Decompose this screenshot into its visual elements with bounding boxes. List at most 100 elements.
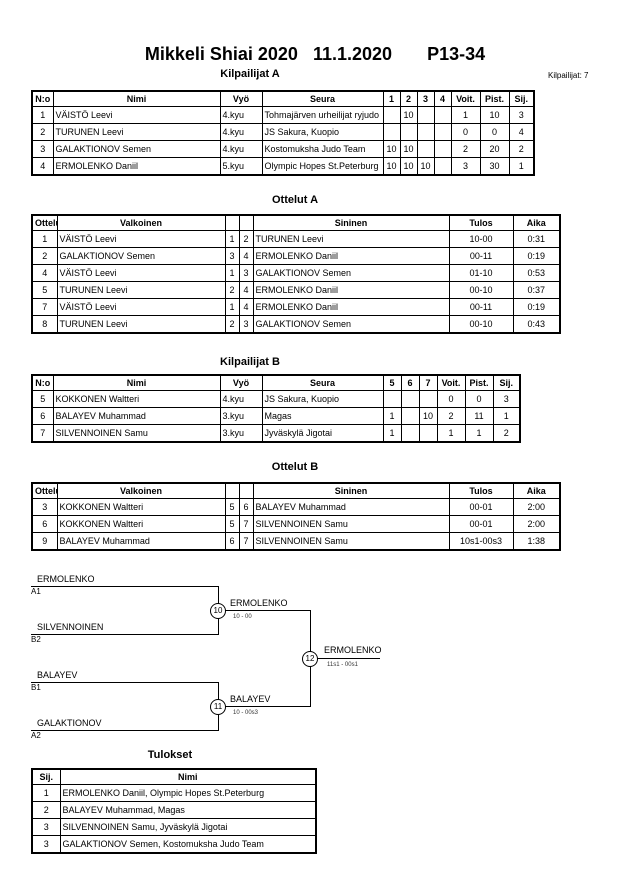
cell-result: 00-10 (448, 281, 514, 299)
cell-s2: 10 (399, 157, 418, 176)
cell-white: KOKKONEN Waltteri (56, 515, 226, 533)
cell-wn: 2 (224, 315, 240, 334)
bracket: ERMOLENKO A1 SILVENNOINEN B2 10 ERMOLENK… (0, 570, 630, 745)
cell-blue: GALAKTIONOV Semen (252, 315, 450, 334)
cell-time: 2:00 (512, 498, 561, 516)
cell-s4 (433, 123, 452, 141)
cell-white: KOKKONEN Waltteri (56, 498, 226, 516)
column-header: 6 (400, 374, 420, 391)
cell-name: TURUNEN Leevi (52, 123, 221, 141)
column-header: Sininen (252, 214, 450, 231)
matches-a-title: Ottelut A (271, 194, 319, 206)
column-header: Pist. (479, 90, 510, 107)
cell-name: ERMOLENKO Daniil, Olympic Hopes St.Peter… (59, 784, 317, 802)
cell-wins: 0 (436, 390, 466, 408)
column-header: Pist. (464, 374, 494, 391)
cell-club: JS Sakura, Kuopio (261, 123, 384, 141)
semi2-bottom-seed: A2 (31, 731, 41, 740)
column-header: Aika (512, 482, 561, 499)
cell-place: 3 (508, 106, 535, 124)
cell-s1 (382, 123, 401, 141)
cell-wins: 3 (450, 157, 481, 176)
cell-blue: BALAYEV Muhammad (252, 498, 450, 516)
cell-result: 00-01 (448, 498, 514, 516)
cell-place: 2 (31, 801, 61, 819)
match-12-marker: 12 (302, 651, 318, 667)
cell-club: JS Sakura, Kuopio (261, 390, 384, 408)
cell-place: 1 (508, 157, 535, 176)
matches-b-title: Ottelut B (271, 461, 319, 473)
cell-name: SILVENNOINEN Samu (52, 424, 221, 443)
matches-b-table: OtteluValkoinenSininenTulosAika 3KOKKONE… (31, 482, 561, 551)
cell-no: 4 (31, 157, 54, 176)
semi2-top-name: BALAYEV (37, 670, 78, 680)
cell-no: 7 (31, 298, 58, 316)
cell-wn: 1 (224, 298, 240, 316)
cell-wins: 2 (436, 407, 466, 425)
cell-club: Jyväskylä Jigotai (261, 424, 384, 443)
cell-belt: 3.kyu (219, 424, 263, 443)
cell-place: 1 (31, 784, 61, 802)
cell-name: BALAYEV Muhammad (52, 407, 221, 425)
cell-s2 (399, 123, 418, 141)
event-date: 11.1.2020 (312, 44, 393, 64)
cell-club: Kostomuksha Judo Team (261, 140, 384, 158)
final-score: 11s1 - 00s1 (327, 662, 358, 668)
cell-belt: 5.kyu (219, 157, 263, 176)
cell-no: 6 (31, 407, 54, 425)
cell-blue: ERMOLENKO Daniil (252, 281, 450, 299)
cell-s1: 10 (382, 157, 401, 176)
cell-result: 00-01 (448, 515, 514, 533)
cell-result: 01-10 (448, 264, 514, 282)
column-header: Seura (261, 374, 384, 391)
cell-no: 2 (31, 247, 58, 265)
column-header: Valkoinen (56, 482, 226, 499)
cell-belt: 4.kyu (219, 390, 263, 408)
cell-bn: 4 (238, 298, 254, 316)
cell-club: Tohmajärven urheilijat ryjudo (261, 106, 384, 124)
cell-wn: 1 (224, 264, 240, 282)
cell-name: KOKKONEN Waltteri (52, 390, 221, 408)
cell-pts: 20 (479, 140, 510, 158)
cell-bn: 4 (238, 247, 254, 265)
column-header: Vyö (219, 90, 263, 107)
column-header: 1 (382, 90, 401, 107)
column-header: Nimi (52, 374, 221, 391)
cell-no: 3 (31, 140, 54, 158)
column-header: Tulos (448, 482, 514, 499)
cell-pts: 0 (479, 123, 510, 141)
cell-white: GALAKTIONOV Semen (56, 247, 226, 265)
cell-name: BALAYEV Muhammad, Magas (59, 801, 317, 819)
cell-result: 00-10 (448, 315, 514, 334)
column-header: Valkoinen (56, 214, 226, 231)
column-header (238, 482, 254, 499)
cell-pts: 10 (479, 106, 510, 124)
cell-time: 0:31 (512, 230, 561, 248)
cell-s4 (433, 106, 452, 124)
cell-wins: 2 (450, 140, 481, 158)
cell-no: 1 (31, 106, 54, 124)
column-header: N:o (31, 374, 54, 391)
cell-white: VÄISTÖ Leevi (56, 264, 226, 282)
cell-time: 0:19 (512, 298, 561, 316)
event-name: Mikkeli Shiai 2020 (144, 44, 298, 64)
cell-result: 00-11 (448, 298, 514, 316)
cell-result: 10s1-00s3 (448, 532, 514, 551)
cell-s1 (382, 106, 401, 124)
column-header: Voit. (450, 90, 481, 107)
cell-bn: 7 (238, 532, 254, 551)
cell-bn: 2 (238, 230, 254, 248)
column-header: Ottelu (31, 482, 58, 499)
cell-place: 3 (31, 818, 61, 836)
cell-s2: 10 (399, 106, 418, 124)
column-header: 3 (416, 90, 435, 107)
matches-b-header: OtteluValkoinenSininenTulosAika (31, 482, 561, 499)
semi1-bottom-name: SILVENNOINEN (37, 622, 104, 632)
